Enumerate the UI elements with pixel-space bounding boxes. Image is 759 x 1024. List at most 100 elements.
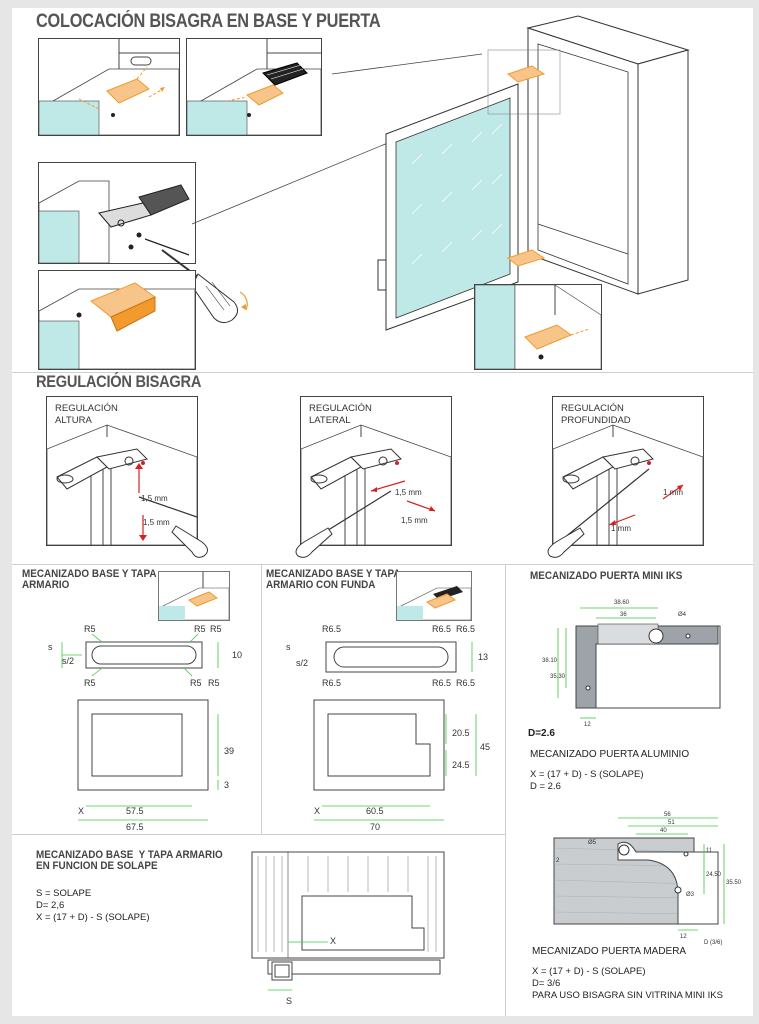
dim-11: 11 <box>706 848 713 854</box>
mec-solape-drawing: X S <box>251 851 445 1006</box>
dim-r5-br2: R5 <box>208 678 220 688</box>
detail-hinge-2 <box>186 38 322 136</box>
regulacion-drawing: 1,5 mm 1,5 mm <box>301 424 451 545</box>
dim-r5-tr2: R5 <box>210 624 222 634</box>
hinge-detail-drawing-3 <box>39 282 195 369</box>
title-mec-mini: MECANIZADO PUERTA MINI IKS <box>530 570 683 582</box>
dim-solape-s: S <box>286 996 292 1006</box>
regulacion-panel-2: REGULACIÓN LATERAL 1,5 mm 1,5 mm <box>300 396 452 546</box>
dim-24-50: 24.50 <box>706 872 722 878</box>
dim-51: 51 <box>668 820 675 826</box>
screwdriver-handle-icon <box>295 527 333 558</box>
measure-1: 1 mm <box>663 488 683 497</box>
aluminio-formula-d: D = 2.6 <box>530 781 561 792</box>
dim-70: 70 <box>370 822 380 832</box>
dim-r5-tr1: R5 <box>194 624 206 634</box>
dim-funda-s2: s/2 <box>296 658 308 668</box>
dim-24-5: 24.5 <box>452 760 470 770</box>
dim-d-3-6: D (3/6) <box>704 940 722 946</box>
title-mec-aluminio: MECANIZADO PUERTA ALUMINIO <box>530 749 690 760</box>
dim-r65-br1: R6.5 <box>432 678 451 688</box>
regulacion-label: REGULACIÓN PROFUNDIDAD <box>561 403 631 426</box>
dim-phi4: Ø4 <box>678 612 687 618</box>
mec-mini-drawing: 38.60 36 38.10 35.30 12 Ø4 D=2.6 <box>528 600 721 739</box>
dim-60-5: 60.5 <box>366 806 384 816</box>
solape-def-d: D= 2,6 <box>36 900 65 911</box>
dim-phi3: Ø3 <box>686 892 695 898</box>
madera-formula-d: D= 3/6 <box>532 978 561 989</box>
dim-38-10: 38.10 <box>542 658 558 664</box>
dim-39: 39 <box>224 746 234 756</box>
dim-madera-12: 12 <box>680 934 687 940</box>
madera-formula-x: X = (17 + D) - S (SOLAPE) <box>532 966 646 977</box>
title-mec-madera: MECANIZADO PUERTA MADERA <box>532 946 687 957</box>
aluminio-formula-x: X = (17 + D) - S (SOLAPE) <box>530 769 644 780</box>
dim-s: s <box>48 642 53 652</box>
mec-madera-drawing: 56 51 40 2 12 D (3/6) 24.50 35.50 Ø3 Ø5 … <box>553 812 742 946</box>
hinge-detail-drawing-1 <box>39 39 179 135</box>
solape-formula-x: X = (17 + D) - S (SOLAPE) <box>36 912 150 923</box>
title-colocacion: COLOCACIÓN BISAGRA EN BASE Y PUERTA <box>36 11 381 32</box>
screwdriver-handle-icon <box>171 525 208 558</box>
thumb-mec-base <box>158 571 230 621</box>
dim-funda-s: s <box>286 642 291 652</box>
dim-r65-tl: R6.5 <box>322 624 341 634</box>
dim-35-50: 35.50 <box>726 880 742 886</box>
dim-r65-tr1: R6.5 <box>432 624 451 634</box>
dim-57-5: 57.5 <box>126 806 144 816</box>
dim-solape-x: X <box>330 936 336 946</box>
dim-r5-tl: R5 <box>84 624 96 634</box>
separator-2 <box>12 564 753 565</box>
separator-1 <box>12 372 753 373</box>
dim-r65-tr2: R6.5 <box>456 624 475 634</box>
regulacion-panel-3: REGULACIÓN PROFUNDIDAD 1 mm 1 mm <box>552 396 704 546</box>
dim-13: 13 <box>478 652 488 662</box>
separator-3 <box>12 834 505 835</box>
dim-s2: s/2 <box>62 656 74 666</box>
dim-56: 56 <box>664 812 671 818</box>
dim-38-60: 38.60 <box>614 600 630 606</box>
dim-3: 3 <box>224 780 229 790</box>
dim-d-2-6: D=2.6 <box>528 728 555 739</box>
separator-vertical-1 <box>261 564 262 834</box>
regulacion-drawing: 1,5 mm 1,5 mm <box>47 424 197 545</box>
measure-1: 1,5 mm <box>395 488 422 497</box>
title-regulacion: REGULACIÓN BISAGRA <box>36 372 202 391</box>
detail-hinge-1 <box>38 38 180 136</box>
instruction-sheet: COLOCACIÓN BISAGRA EN BASE Y PUERTA <box>12 8 753 1016</box>
dim-67-5: 67.5 <box>126 822 144 832</box>
dim-2: 2 <box>556 858 560 864</box>
cabinet-drawing <box>191 15 690 331</box>
measure-2: 1,5 mm <box>401 516 428 525</box>
dim-r5-bl: R5 <box>84 678 96 688</box>
title-mec-base: MECANIZADO BASE Y TAPA ARMARIO <box>22 568 157 591</box>
hinge-detail-drawing-4 <box>475 285 601 369</box>
dim-35-30: 35.30 <box>550 674 566 680</box>
dim-funda-x: X <box>314 806 320 816</box>
mec-base-drawing: R5 R5 R5 R5 R5 R5 s s/2 10 39 3 X 57.5 6… <box>48 624 242 832</box>
dim-r65-br2: R6.5 <box>456 678 475 688</box>
screwdriver-handle-icon <box>547 527 585 558</box>
hinge-detail-drawing-2 <box>187 39 321 135</box>
regulacion-label: REGULACIÓN ALTURA <box>55 403 118 426</box>
detail-hinge-4 <box>474 284 602 370</box>
dim-36: 36 <box>620 612 627 618</box>
madera-usage-note: PARA USO BISAGRA SIN VITRINA MINI IKS <box>532 990 723 1001</box>
regulacion-label: REGULACIÓN LATERAL <box>309 403 372 426</box>
measure-2: 1,5 mm <box>143 518 170 527</box>
mec-funda-drawing: R6.5 R6.5 R6.5 R6.5 R6.5 R6.5 s s/2 13 2… <box>286 624 490 832</box>
regulacion-panel-1: REGULACIÓN ALTURA 1,5 mm 1,5 mm <box>46 396 198 546</box>
dim-12: 12 <box>584 722 591 728</box>
dim-10: 10 <box>232 650 242 660</box>
dim-20-5: 20.5 <box>452 728 470 738</box>
dim-phi5: Ø5 <box>588 840 597 846</box>
dim-r65-bl: R6.5 <box>322 678 341 688</box>
dim-x: X <box>78 806 84 816</box>
regulacion-drawing: 1 mm 1 mm <box>553 424 703 545</box>
thumb-mec-funda <box>396 571 472 621</box>
measure-2: 1 mm <box>611 524 631 533</box>
dim-r5-br1: R5 <box>190 678 202 688</box>
title-mec-funda: MECANIZADO BASE Y TAPA ARMARIO CON FUNDA <box>266 568 401 591</box>
measure-1: 1,5 mm <box>141 494 168 503</box>
solape-def-s: S = SOLAPE <box>36 888 92 899</box>
